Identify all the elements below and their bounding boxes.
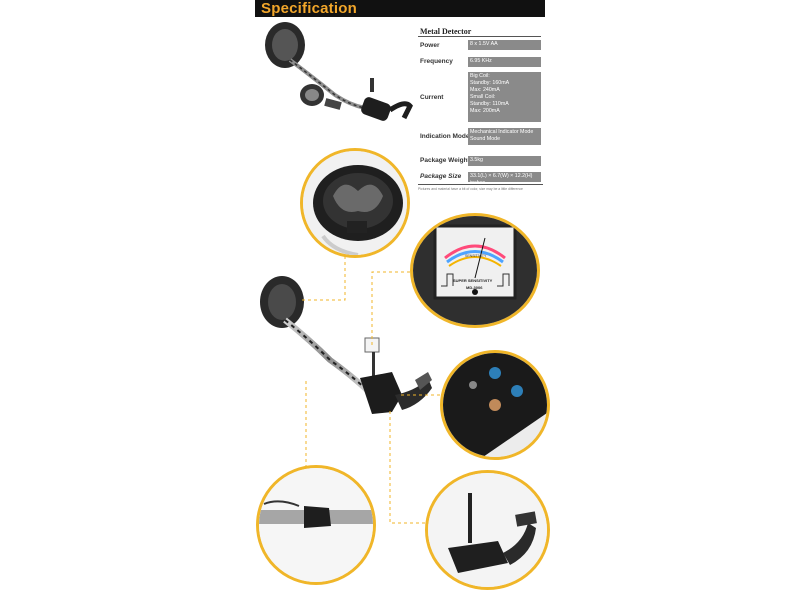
main-handle (372, 352, 375, 380)
meter-closeup (413, 216, 537, 325)
main-control-box (360, 372, 402, 414)
header-title: Specification (261, 0, 357, 17)
meter-scale-label: SENSITIVITY (465, 254, 487, 258)
indication-line: Sound Mode (470, 136, 501, 142)
leader-meter (371, 271, 410, 345)
small-control-box (361, 97, 391, 121)
spec-label-frequency: Frequency (420, 58, 453, 65)
coil-closeup (303, 151, 407, 255)
meter-brand: SUPER SENSITIVITY (453, 278, 493, 283)
spec-value-current: Big Coil: Standby: 160mA Max: 240mA Smal… (468, 72, 541, 122)
current-line: Big Coil: (470, 73, 490, 79)
spec-label-current: Current (420, 94, 444, 101)
spec-label-weight: Package Weight (420, 157, 470, 164)
current-line: Standby: 110mA (470, 101, 509, 107)
current-line: Max: 200mA (470, 108, 500, 114)
zoom-circle-meter: SENSITIVITY SUPER SENSITIVITY MD-3006 (410, 213, 540, 328)
zoom-circle-connector (256, 465, 376, 585)
current-line: Standby: 160mA (470, 80, 510, 86)
controls-closeup (443, 353, 547, 457)
header-bar: Specification (255, 0, 545, 17)
zoom-circle-controls (440, 350, 550, 460)
spec-value-indication: Mechanical Indicator Mode Sound Mode (468, 128, 541, 145)
small-battery-pack (324, 98, 342, 110)
meter-model: MD-3006 (466, 285, 483, 290)
spec-value-frequency: 6.95 KHz (468, 57, 541, 67)
small-detector-image (265, 22, 413, 121)
small-handle (370, 78, 374, 92)
current-line: Max: 240mA (470, 87, 500, 93)
spec-title: Metal Detector (420, 27, 472, 36)
spec-label-indication: Indication Mode (420, 133, 470, 140)
connector-closeup (259, 468, 373, 582)
spec-value-power: 8 x 1.5V AA (468, 40, 541, 50)
spec-footnote: Pictures and material have a bit of colo… (418, 187, 523, 191)
armrest-closeup (428, 473, 547, 587)
leader-armrest (389, 410, 425, 524)
spec-bottom-divider (418, 184, 543, 185)
leader-connector (305, 380, 370, 513)
current-line: Small Coil: (470, 94, 496, 100)
spec-value-weight: 3.5kg (468, 156, 541, 166)
spec-top-divider (418, 36, 541, 37)
spec-label-power: Power (420, 42, 440, 49)
zoom-circle-coil (300, 148, 410, 258)
indication-line: Mechanical Indicator Mode (470, 129, 534, 135)
zoom-circle-armrest (425, 470, 550, 590)
small-arm-rest (388, 101, 413, 120)
spec-label-size: Package Size (420, 173, 462, 180)
main-detector-image (260, 276, 432, 414)
spec-value-size: 33.1(L) × 6.7(W) × 12.2(H) inches (468, 172, 541, 186)
